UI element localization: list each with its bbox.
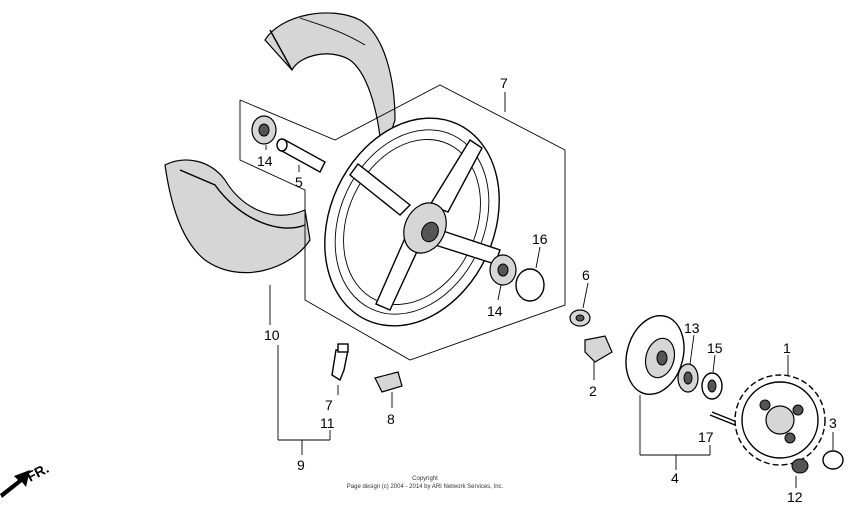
callout-16[interactable]: 16	[532, 231, 548, 247]
wheel-rim[interactable]	[292, 89, 532, 354]
front-direction-indicator: FR.	[0, 460, 51, 498]
copyright-line1: Copyright	[412, 476, 438, 482]
tire-lower-half[interactable]	[164, 159, 311, 274]
callout-8[interactable]: 8	[387, 411, 395, 427]
sprocket-flange[interactable]	[618, 309, 693, 401]
valve-stem[interactable]	[331, 343, 349, 382]
copyright-line2: Page design (c) 2004 - 2014 by ARI Netwo…	[347, 484, 504, 490]
collar-6[interactable]	[569, 309, 591, 327]
axle-collar[interactable]	[276, 138, 326, 173]
callout-2[interactable]: 2	[589, 383, 597, 399]
bearing-mid[interactable]	[489, 254, 517, 286]
stud-bolt[interactable]	[709, 411, 738, 426]
callout-4[interactable]: 4	[671, 470, 679, 486]
callout-10[interactable]: 10	[264, 327, 280, 343]
bearing-top[interactable]	[251, 115, 277, 145]
oil-seal[interactable]	[701, 372, 723, 400]
callout-3[interactable]: 3	[829, 415, 837, 431]
callout-14-mid[interactable]: 14	[487, 303, 503, 319]
driven-sprocket[interactable]	[734, 374, 826, 466]
balance-weight[interactable]	[374, 371, 403, 393]
copyright-notice: Copyright Page design (c) 2004 - 2014 by…	[347, 476, 504, 490]
callout-13[interactable]: 13	[684, 320, 700, 336]
o-ring[interactable]	[515, 268, 545, 302]
callout-1[interactable]: 1	[783, 340, 791, 356]
callout-11[interactable]: 11	[320, 415, 335, 431]
leader-lines	[265, 92, 834, 488]
callout-7-wheel[interactable]: 7	[500, 75, 508, 91]
callout-7-valve[interactable]: 7	[325, 397, 333, 413]
callout-numbers: 7 14 5 16 14 6 10 13 1 15 2 7 8 11 3 17 …	[257, 75, 837, 505]
bearing-13[interactable]	[677, 363, 699, 393]
callout-17[interactable]: 17	[698, 429, 714, 445]
tire-upper-half[interactable]	[264, 12, 396, 161]
callout-15[interactable]: 15	[707, 340, 723, 356]
wheel-group-outline	[239, 84, 566, 361]
direction-arrow-icon	[0, 470, 30, 498]
callout-9[interactable]: 9	[297, 457, 305, 473]
direction-label: FR.	[24, 460, 51, 485]
callout-14-top[interactable]: 14	[257, 153, 273, 169]
callout-6[interactable]: 6	[582, 267, 590, 283]
damper-rubber[interactable]	[584, 335, 613, 363]
callout-12[interactable]: 12	[787, 489, 803, 505]
nut-3[interactable]	[822, 450, 844, 470]
sprocket-nut-12[interactable]	[791, 458, 809, 474]
callout-5[interactable]: 5	[295, 174, 303, 190]
